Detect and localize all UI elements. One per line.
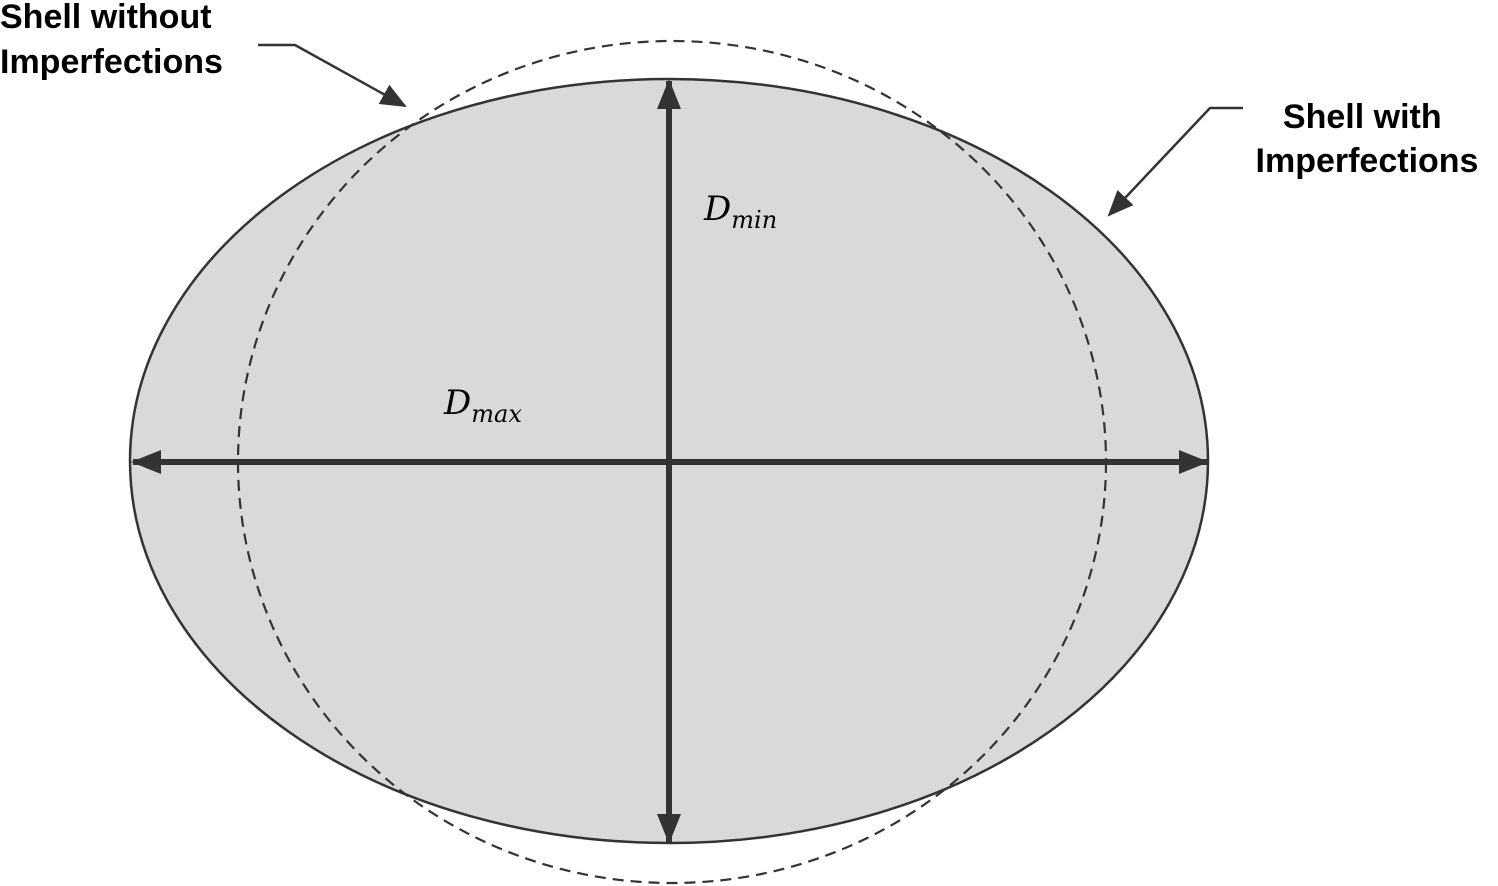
d-min-label: Dmin	[703, 189, 777, 234]
shell-with-label-line1: Shell with	[1283, 98, 1442, 136]
d-min-symbol: D	[703, 189, 731, 229]
shell-with-label: Shell with Imperfections	[1256, 98, 1479, 180]
shell-without-leader-line	[258, 43, 407, 108]
d-max-subscript: max	[471, 400, 522, 428]
shell-without-label: Shell without Imperfections	[0, 0, 223, 81]
d-min-subscript: min	[731, 206, 777, 234]
d-max-symbol: D	[443, 383, 471, 423]
d-max-label: Dmax	[443, 383, 522, 428]
shell-with-label-line2: Imperfections	[1256, 142, 1479, 180]
shell-with-leader-line	[1107, 106, 1243, 217]
shell-without-label-line1: Shell without	[0, 0, 212, 36]
shell-without-label-line2: Imperfections	[0, 43, 223, 81]
